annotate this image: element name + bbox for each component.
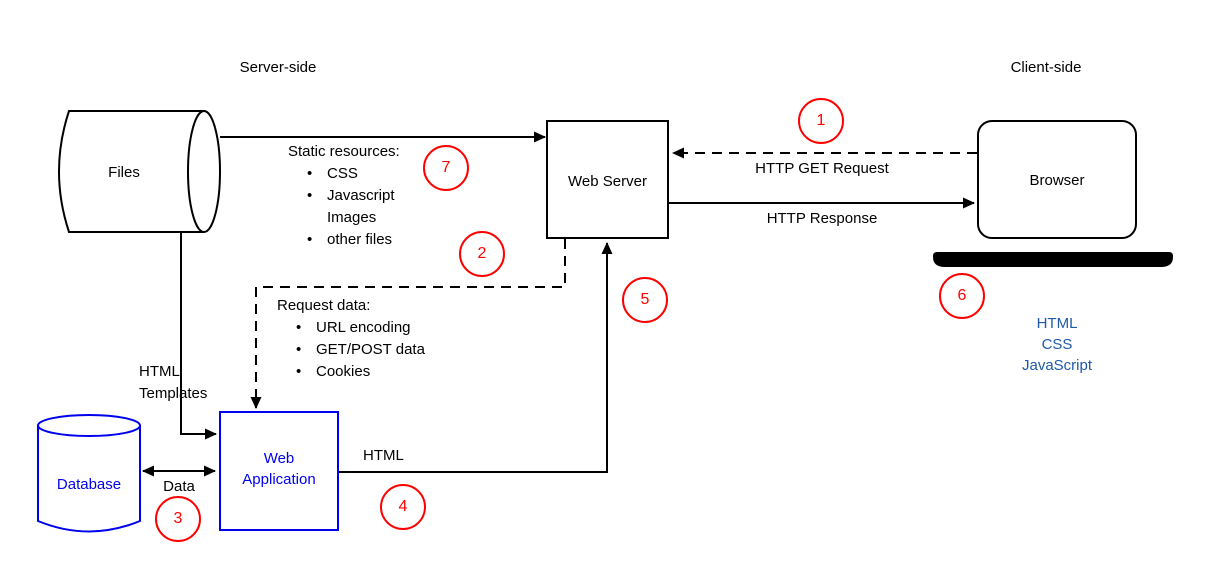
step-marker-7: 7: [423, 145, 469, 191]
step-marker-5: 5: [622, 277, 668, 323]
step-marker-6: 6: [939, 273, 985, 319]
list-item: • Javascript: [288, 185, 400, 207]
step-marker-3: 3: [155, 496, 201, 542]
browser-label: Browser: [1029, 172, 1085, 189]
list-item: Images: [288, 207, 400, 229]
bullet-icon: •: [296, 363, 302, 380]
web-application-box: [219, 411, 339, 531]
list-item-label: other files: [327, 231, 393, 248]
database-cylinder-body: [37, 425, 141, 533]
bullet-icon: •: [307, 165, 313, 182]
list-item: • GET/POST data: [277, 339, 425, 361]
database-cylinder-cap: [37, 414, 141, 437]
static-resources-list: Static resources: • CSS • Javascript Ima…: [288, 141, 400, 251]
files-cylinder-cap: [187, 110, 221, 233]
edge-html-templates-to-webapp: [180, 232, 217, 440]
web-server-box: [546, 120, 669, 239]
edge-request-data-to-webapp: [250, 239, 566, 409]
client-side-heading: Client-side: [1010, 59, 1082, 76]
list-item: • CSS: [288, 163, 400, 185]
web-application-label: Web Application: [242, 450, 316, 488]
client-output-label: HTML CSS JavaScript: [1021, 315, 1093, 374]
html-label: HTML: [363, 447, 404, 464]
step-marker-4: 4: [380, 484, 426, 530]
list-item-label: Javascript: [327, 187, 395, 204]
step-marker-1: 1: [798, 98, 844, 144]
list-item: • other files: [288, 229, 400, 251]
step-marker-2: 2: [459, 231, 505, 277]
bullet-icon: •: [296, 319, 302, 336]
request-data-title: Request data:: [277, 297, 371, 314]
static-resources-title: Static resources:: [288, 143, 400, 160]
list-item-label: Images: [327, 209, 377, 226]
data-label: Data: [163, 478, 195, 495]
files-label: Files: [108, 164, 140, 181]
browser-box: [977, 120, 1137, 239]
html-templates-label: HTML Templates: [139, 363, 208, 402]
bullet-icon: •: [307, 187, 313, 204]
list-item-label: CSS: [327, 165, 358, 182]
laptop-base-bar: [933, 252, 1173, 267]
server-side-heading: Server-side: [239, 59, 317, 76]
files-cylinder-body: [58, 110, 204, 233]
edge-webapp-html-to-webserver: [338, 242, 613, 473]
request-data-list: Request data: • URL encoding • GET/POST …: [277, 295, 425, 383]
list-item: • URL encoding: [277, 317, 425, 339]
http-response-label: HTTP Response: [766, 210, 878, 227]
web-server-label: Web Server: [568, 173, 647, 190]
database-label: Database: [56, 476, 122, 493]
list-item-label: GET/POST data: [316, 341, 425, 358]
list-item: • Cookies: [277, 361, 425, 383]
bullet-icon: •: [307, 231, 313, 248]
list-item-label: Cookies: [316, 363, 371, 380]
http-get-request-label: HTTP GET Request: [755, 160, 889, 177]
list-item-label: URL encoding: [316, 319, 411, 336]
bullet-icon: •: [296, 341, 302, 358]
